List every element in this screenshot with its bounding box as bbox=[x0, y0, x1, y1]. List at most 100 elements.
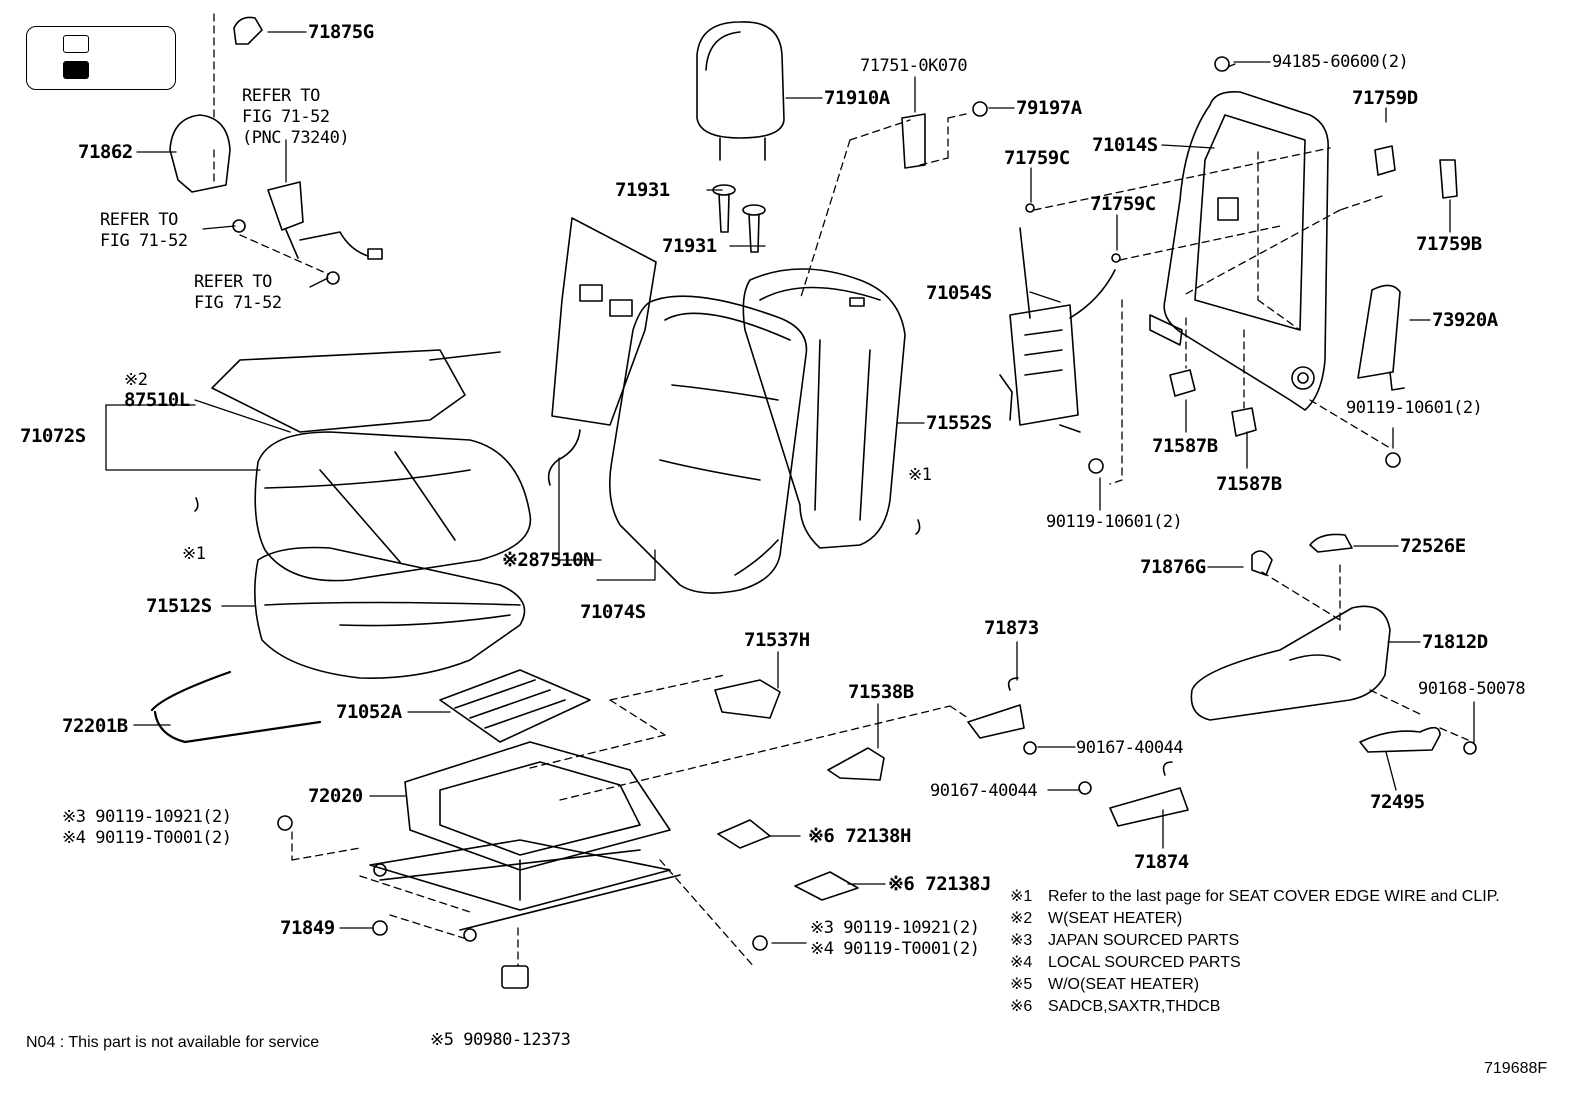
part-label[interactable]: ※3 90119-10921(2) bbox=[810, 918, 980, 938]
note-text: Refer to the last page for SEAT COVER ED… bbox=[1048, 888, 1500, 905]
note-item: ※1 Refer to the last page for SEAT COVER … bbox=[1010, 888, 1500, 906]
part-label[interactable]: 94185-60600(2) bbox=[1272, 52, 1409, 72]
clip-71759D bbox=[1374, 145, 1396, 176]
knob-72526E bbox=[1309, 533, 1353, 553]
part-label[interactable]: 71537H bbox=[744, 629, 810, 651]
part-label[interactable]: 71873 bbox=[984, 617, 1039, 639]
bolts bbox=[194, 56, 1477, 989]
footnote: N04 : This part is not available for ser… bbox=[26, 1034, 320, 1051]
part-label[interactable]: 71876G bbox=[1140, 556, 1206, 578]
part-label[interactable]: ※6 72138H bbox=[808, 825, 911, 847]
part-label[interactable]: 71931 bbox=[662, 235, 717, 257]
refer-label: (PNC 73240) bbox=[242, 128, 350, 148]
part-label[interactable]: 73920A bbox=[1432, 309, 1498, 331]
refer-label: REFER TO bbox=[242, 86, 320, 106]
part-label[interactable]: 90119-10601(2) bbox=[1046, 512, 1183, 532]
part-label[interactable]: ※4 90119-T0001(2) bbox=[62, 828, 232, 848]
part-label[interactable]: 71074S bbox=[580, 601, 646, 623]
part-label[interactable]: 71587B bbox=[1152, 435, 1218, 457]
part-label[interactable]: 90167-40044 bbox=[930, 781, 1038, 801]
clip-71587B-a bbox=[1169, 369, 1196, 397]
lever-72495 bbox=[1359, 726, 1441, 753]
seat-cushion-cover-71072S bbox=[254, 431, 532, 582]
seat-heater-87510L bbox=[211, 349, 501, 433]
seat-cushion-pad-71512S bbox=[254, 546, 526, 679]
seatback-frame-71014S bbox=[1149, 90, 1329, 411]
note-item: ※5 W/O(SEAT HEATER) bbox=[1010, 976, 1500, 994]
notes-list: ※1 Refer to the last page for SEAT COVER … bbox=[1010, 888, 1500, 1016]
part-label[interactable]: 71072S bbox=[20, 425, 86, 447]
part-label[interactable]: 71751-0K070 bbox=[860, 56, 968, 76]
part-label[interactable]: 71849 bbox=[280, 917, 335, 939]
part-label[interactable]: 71862 bbox=[78, 141, 133, 163]
legend-black-swatch bbox=[63, 61, 89, 79]
headrest-guides-71931 bbox=[712, 184, 766, 253]
leader-lines bbox=[105, 13, 1475, 969]
part-label[interactable]: 71052A bbox=[336, 701, 402, 723]
part-label[interactable]: 71587B bbox=[1216, 473, 1282, 495]
part-label[interactable]: 71759C bbox=[1004, 147, 1070, 169]
bracket-71873 bbox=[967, 677, 1025, 739]
clip-71587B-b bbox=[1231, 407, 1257, 437]
refer-label: FIG 71-52 bbox=[242, 107, 330, 127]
refer-label: FIG 71-52 bbox=[100, 231, 188, 251]
part-label[interactable]: 71538B bbox=[848, 681, 914, 703]
note-mark: ※1 bbox=[1010, 888, 1033, 905]
edge-wire-72201B bbox=[150, 670, 322, 744]
seatback-cover-71074S bbox=[608, 295, 808, 594]
shield-71812D bbox=[1190, 605, 1391, 721]
part-label[interactable]: 71054S bbox=[926, 282, 992, 304]
part-label[interactable]: 71874 bbox=[1134, 851, 1189, 873]
note-mark: ※1 bbox=[908, 465, 932, 485]
bracket-71874 bbox=[1109, 761, 1189, 827]
part-label[interactable]: 71931 bbox=[615, 179, 670, 201]
part-label[interactable]: 71875G bbox=[308, 21, 374, 43]
note-text: JAPAN SOURCED PARTS bbox=[1048, 932, 1240, 949]
part-label[interactable]: ※287510N bbox=[502, 549, 595, 571]
lumbar-support-71054S bbox=[999, 227, 1116, 433]
note-mark: ※5 bbox=[1010, 976, 1033, 993]
part-label[interactable]: 72020 bbox=[308, 785, 363, 807]
color-legend-box bbox=[26, 26, 176, 90]
part-label[interactable]: 72201B bbox=[62, 715, 128, 737]
part-label[interactable]: 90167-40044 bbox=[1076, 738, 1184, 758]
part-label[interactable]: ※6 72138J bbox=[888, 873, 991, 895]
part-label[interactable]: 71552S bbox=[926, 412, 992, 434]
part-label[interactable]: 71759B bbox=[1416, 233, 1482, 255]
seat-spring-71052A bbox=[439, 669, 591, 743]
part-label[interactable]: 71812D bbox=[1422, 631, 1488, 653]
seat-adjuster-72020 bbox=[369, 741, 681, 942]
cover-71862 bbox=[169, 114, 231, 193]
part-label[interactable]: ※5 90980-12373 bbox=[430, 1030, 571, 1050]
part-label[interactable]: 87510L bbox=[124, 389, 190, 411]
note-mark: ※4 bbox=[1010, 954, 1033, 971]
part-label[interactable]: 71014S bbox=[1092, 134, 1158, 156]
cover-71876G bbox=[1251, 550, 1273, 576]
part-label[interactable]: 72526E bbox=[1400, 535, 1466, 557]
part-label[interactable]: ※4 90119-T0001(2) bbox=[810, 939, 980, 959]
part-label[interactable]: 71759D bbox=[1352, 87, 1418, 109]
note-item: ※4 LOCAL SOURCED PARTS bbox=[1010, 954, 1500, 972]
part-label[interactable]: 71512S bbox=[146, 595, 212, 617]
cover-72138J bbox=[794, 871, 859, 901]
part-label[interactable]: 72495 bbox=[1370, 791, 1425, 813]
seatback-rear-71552S bbox=[742, 268, 906, 549]
cover-71875G bbox=[233, 16, 263, 45]
part-label[interactable]: 90168-50078 bbox=[1418, 679, 1526, 699]
part-label[interactable]: 71759C bbox=[1090, 193, 1156, 215]
part-label[interactable]: 79197A bbox=[1016, 97, 1082, 119]
note-mark: ※6 bbox=[1010, 998, 1033, 1015]
seatbelt-buckle bbox=[267, 181, 383, 260]
part-label[interactable]: ※3 90119-10921(2) bbox=[62, 807, 232, 827]
note-mark: ※2 bbox=[124, 370, 148, 390]
part-label[interactable]: 71910A bbox=[824, 87, 890, 109]
bracket-71751 bbox=[901, 113, 926, 169]
clip-71759B bbox=[1439, 159, 1458, 199]
note-text: LOCAL SOURCED PARTS bbox=[1048, 954, 1241, 971]
note-text: W/O(SEAT HEATER) bbox=[1048, 976, 1200, 993]
note-mark: ※1 bbox=[182, 544, 206, 564]
part-label[interactable]: 90119-10601(2) bbox=[1346, 398, 1483, 418]
